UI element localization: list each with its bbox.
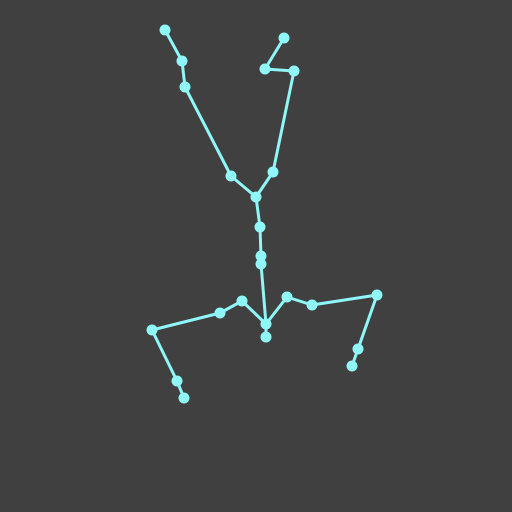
joint-rh4 [267, 166, 279, 178]
joint-ll5 [178, 392, 190, 404]
joint-ll4 [171, 375, 183, 387]
joint-ll3 [146, 324, 158, 336]
joint-neck [250, 191, 262, 203]
joints-layer [146, 24, 383, 404]
bone-rl2-rl3 [310, 293, 379, 307]
joint-lh1 [159, 24, 171, 36]
joint-rl3 [371, 289, 383, 301]
bone-lh1-lh2 [163, 28, 184, 63]
joint-hip [260, 318, 272, 330]
joint-ll1 [236, 295, 248, 307]
joint-rl4 [352, 343, 364, 355]
joint-rh3 [288, 65, 300, 77]
joint-hipb [260, 331, 272, 343]
joint-rh2 [259, 63, 271, 75]
joint-lh4 [225, 170, 237, 182]
joint-rl2 [306, 299, 318, 311]
bone-hip-ll1 [240, 299, 268, 326]
bone-hip-rl1 [264, 295, 289, 326]
bone-lh3-lh4 [183, 85, 233, 178]
joint-sp1 [254, 221, 266, 233]
bone-rh1-rh2 [263, 36, 286, 71]
joint-ll2 [214, 307, 226, 319]
joint-lh2 [176, 55, 188, 67]
joint-lh3 [179, 81, 191, 93]
joint-sp2 [255, 250, 267, 262]
joint-rl1 [281, 291, 293, 303]
joint-rl5 [346, 360, 358, 372]
bone-rh3-rh4 [271, 69, 296, 174]
joint-rh1 [278, 32, 290, 44]
bone-rl3-rl4 [356, 293, 379, 351]
bone-ll3-ll4 [150, 328, 179, 383]
bone-ll2-ll3 [150, 311, 222, 332]
joint-sp3 [255, 258, 267, 270]
bone-sp3-hip [259, 262, 268, 326]
